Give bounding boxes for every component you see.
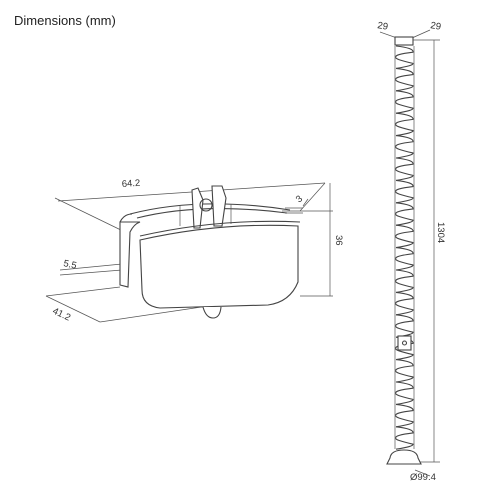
- base-diameter-label: Ø99.4: [410, 472, 436, 483]
- clip-slot-label: 5.5: [62, 258, 77, 272]
- clip-width-label: 64.2: [121, 178, 140, 190]
- spine-vertebra: [395, 269, 414, 282]
- spine-top-right-label: 29: [429, 20, 441, 33]
- spine-segments: [394, 45, 415, 450]
- spine-vertebra: [395, 202, 414, 215]
- spine-vertebra: [395, 415, 414, 428]
- clip-depth-label: 41.2: [51, 306, 72, 324]
- spine-vertebra: [395, 291, 414, 304]
- spine-vertebra: [395, 79, 414, 92]
- spine-vertebra: [395, 168, 414, 181]
- spine-vertebra: [395, 101, 414, 114]
- spine-vertebra: [395, 146, 414, 159]
- spine-vertebra: [395, 403, 414, 416]
- spine-vertebra: [395, 258, 414, 271]
- spine-length-dimension-lines: [413, 39, 440, 477]
- spine-top-dimension-lines: [379, 29, 431, 39]
- spine-vertebra: [395, 45, 414, 58]
- spine-vertebra: [395, 124, 414, 137]
- spine-connector: [397, 335, 412, 351]
- spine-connector-hole: [401, 340, 408, 346]
- spine-vertebra: [395, 359, 414, 372]
- spine-vertebra: [395, 348, 414, 361]
- clip-dimension-lines: [45, 182, 333, 323]
- spine-vertebra: [395, 303, 414, 316]
- spine-vertebra: [395, 224, 414, 237]
- diagram-title: Dimensions (mm): [14, 13, 116, 28]
- clip-height-label: 36: [333, 235, 344, 246]
- spine-vertebra: [395, 370, 414, 383]
- spine-vertebra: [395, 157, 414, 170]
- clip-lip-label: 3: [294, 193, 305, 205]
- spine-vertebra: [395, 236, 414, 249]
- spine-base: [386, 449, 422, 465]
- cable-clip: 64.2 41.2 36 3 5.5: [45, 178, 344, 324]
- spine-vertebra: [395, 179, 414, 192]
- spine-vertebra: [395, 437, 414, 450]
- spine-vertebra: [395, 314, 414, 327]
- spine-vertebra: [395, 112, 414, 125]
- cable-spine: 29 29 1304 Ø99.4: [376, 20, 446, 483]
- spine-top-cap: [394, 36, 414, 46]
- spine-vertebra: [395, 56, 414, 69]
- spine-vertebra: [395, 280, 414, 293]
- spine-vertebra: [395, 90, 414, 103]
- spine-vertebra: [395, 392, 414, 405]
- spine-vertebra: [395, 67, 414, 80]
- spine-top-left-label: 29: [376, 20, 388, 33]
- spine-vertebra: [395, 191, 414, 204]
- spine-length-label: 1304: [435, 222, 446, 243]
- spine-vertebra: [395, 135, 414, 148]
- spine-vertebra: [395, 247, 414, 260]
- clip-body: [119, 185, 301, 319]
- spine-vertebra: [395, 213, 414, 226]
- spine-vertebra: [395, 426, 414, 439]
- spine-vertebra: [395, 381, 414, 394]
